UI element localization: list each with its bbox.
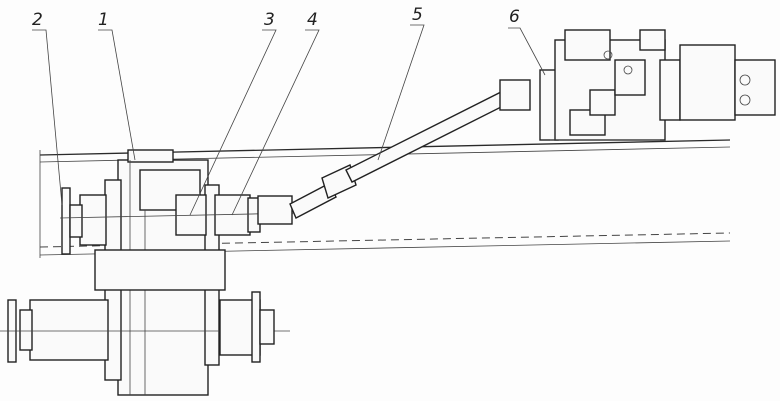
- label-2: 2: [32, 10, 43, 30]
- label-5: 5: [412, 5, 423, 25]
- lower-output: [0, 249, 290, 363]
- leader-lines: [32, 24, 546, 216]
- label-1: 1: [98, 10, 109, 30]
- label-6: 6: [509, 7, 520, 27]
- hydraulic-pump: [539, 29, 776, 141]
- front-flange: [61, 187, 107, 255]
- label-3: 3: [264, 10, 275, 30]
- label-4: 4: [307, 10, 318, 30]
- cardan-shaft: [257, 79, 531, 225]
